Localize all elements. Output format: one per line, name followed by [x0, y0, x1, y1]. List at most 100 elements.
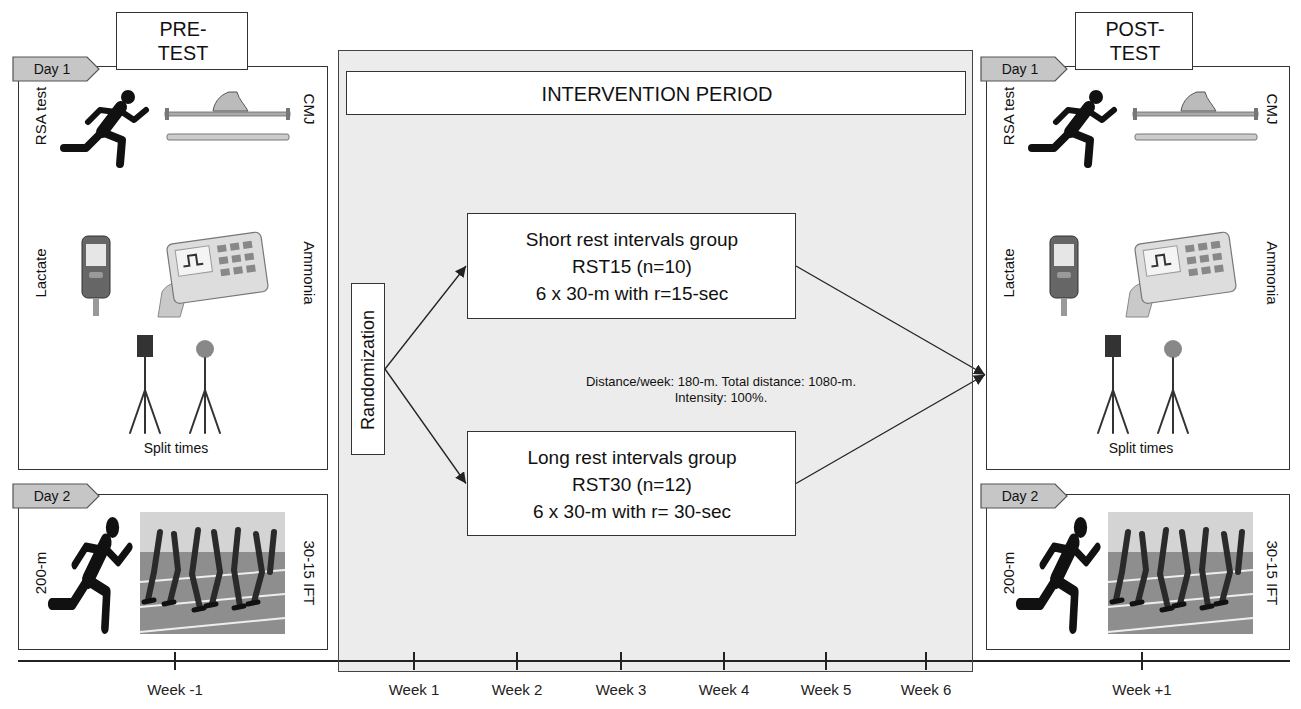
jump-mat [1133, 92, 1258, 140]
lactate-meter [1050, 236, 1078, 316]
week-label-holder: Week 6 [901, 681, 952, 699]
jump-mat [165, 92, 290, 140]
node-text-holder: POST- TEST [1095, 18, 1175, 65]
node-text: Lactate [32, 248, 50, 297]
node-text-holder: 6 x 30-m with r=15-sec [536, 283, 729, 306]
test-day-panel: RSA test CMJ Lactate AmmoniaSplit times [986, 66, 1290, 470]
node-text: Ammonia [1263, 241, 1281, 304]
ammonia-meter [158, 231, 269, 317]
week-label: Week 5 [801, 681, 852, 699]
node-text: 6 x 30-m with r= 30-sec [533, 501, 731, 524]
node-text: PRE- TEST [143, 18, 223, 65]
week-label-holder: Week -1 [147, 681, 203, 699]
runner-icon [1020, 517, 1098, 628]
flow-arrow [385, 369, 466, 484]
stage-title: POST- TEST [1075, 12, 1193, 70]
node-text: RST15 (n=10) [572, 256, 692, 279]
node-text: Day 1 [34, 61, 71, 78]
runner-icon [52, 517, 130, 628]
node-text-holder: CMJ [300, 94, 318, 125]
node-text-holder: 30-15 IFT [300, 540, 318, 605]
node-text: 6 x 30-m with r=15-sec [536, 283, 729, 306]
node-text-holder: Short rest intervals group [526, 229, 738, 252]
day-tab: Day 1 [980, 56, 1068, 82]
node-text: 30-15 IFT [300, 540, 318, 605]
node-text: Long rest intervals group [527, 447, 736, 470]
node-text: RSA test [32, 87, 50, 145]
week-label-holder: Week +1 [1112, 681, 1171, 699]
timing-gates [130, 335, 220, 433]
day-tab: Day 2 [980, 483, 1068, 509]
group-box: Long rest intervals groupRST30 (n=12) 6 x… [467, 431, 796, 536]
node-text-holder: Ammonia [300, 241, 318, 304]
node-text-holder: Day 1 [34, 61, 71, 78]
node-text: Distance/week: 180-m. Total distance: 10… [566, 374, 876, 405]
test-day-panel: 200-m 30-15 IFT [18, 494, 328, 650]
node-text: Split times [1109, 440, 1174, 457]
week-label: Week 2 [492, 681, 543, 699]
node-text: Randomization [358, 310, 380, 430]
node-text-holder: Day 1 [1002, 61, 1039, 78]
node-text-holder: RSA test [1000, 87, 1018, 145]
node-text-holder: Randomization [358, 310, 380, 430]
node-text-holder: 200-m [1000, 552, 1018, 595]
intervention-ground [338, 50, 973, 672]
track-photo [1108, 512, 1253, 634]
heading-box: INTERVENTION PERIOD [346, 71, 966, 115]
week-label: Week 1 [389, 681, 440, 699]
node-text: POST- TEST [1095, 18, 1175, 65]
stage-title: PRE- TEST [116, 12, 248, 70]
node-text-holder: Day 2 [34, 488, 71, 505]
flow-arrow [796, 375, 985, 484]
node-text: RST30 (n=12) [572, 474, 692, 497]
week-label: Week -1 [147, 681, 203, 699]
node-text-holder: RST15 (n=10) [572, 256, 692, 279]
randomization-box: Randomization [351, 283, 385, 455]
node-text: Ammonia [300, 241, 318, 304]
runner-icon [64, 90, 146, 164]
node-text-holder: Day 2 [1002, 488, 1039, 505]
node-text: INTERVENTION PERIOD [542, 82, 773, 106]
week-label: Week 4 [699, 681, 750, 699]
node-text: Day 1 [1002, 61, 1039, 78]
lactate-meter [82, 236, 110, 316]
week-label-holder: Week 4 [699, 681, 750, 699]
node-text: 30-15 IFT [1263, 540, 1281, 605]
node-text-holder: 6 x 30-m with r= 30-sec [533, 501, 731, 524]
timing-gates [1098, 335, 1188, 433]
flow-arrow [796, 266, 985, 375]
node-text: CMJ [1263, 94, 1281, 125]
node-text: 200-m [32, 552, 50, 595]
runner-icon [1032, 90, 1114, 164]
node-text-holder: Ammonia [1263, 241, 1281, 304]
node-text: Lactate [1000, 248, 1018, 297]
node-text-holder: Long rest intervals group [527, 447, 736, 470]
node-text: Day 2 [34, 488, 71, 505]
intervention-panel: Distance/week: 180-m. Total distance: 10… [338, 50, 973, 672]
node-text-holder: INTERVENTION PERIOD [542, 82, 773, 106]
node-text: Split times [144, 440, 209, 457]
node-text: Short rest intervals group [526, 229, 738, 252]
ammonia-meter [1126, 231, 1237, 317]
day-tab: Day 1 [12, 56, 100, 82]
test-day-panel: RSA test CMJ Lactate AmmoniaSplit times [18, 66, 328, 470]
node-text-holder: RST30 (n=12) [572, 474, 692, 497]
track-photo [140, 512, 285, 634]
week-label: Week 3 [596, 681, 647, 699]
group-box: Short rest intervals groupRST15 (n=10) 6 … [467, 213, 796, 319]
test-day-panel: 200-m 30-15 IFT [986, 494, 1290, 650]
node-text-holder: RSA test [32, 87, 50, 145]
node-text-holder: Lactate [1000, 248, 1018, 297]
node-text-holder: Distance/week: 180-m. Total distance: 10… [566, 374, 876, 405]
node-text: RSA test [1000, 87, 1018, 145]
week-label: Week 6 [901, 681, 952, 699]
node-text: 200-m [1000, 552, 1018, 595]
day-tab: Day 2 [12, 483, 100, 509]
node-text-holder: Split times [1109, 440, 1174, 457]
flow-arrow [385, 266, 466, 369]
node-text-holder: PRE- TEST [143, 18, 223, 65]
timeline [18, 652, 1290, 670]
node-text-holder: 200-m [32, 552, 50, 595]
week-label-holder: Week 3 [596, 681, 647, 699]
